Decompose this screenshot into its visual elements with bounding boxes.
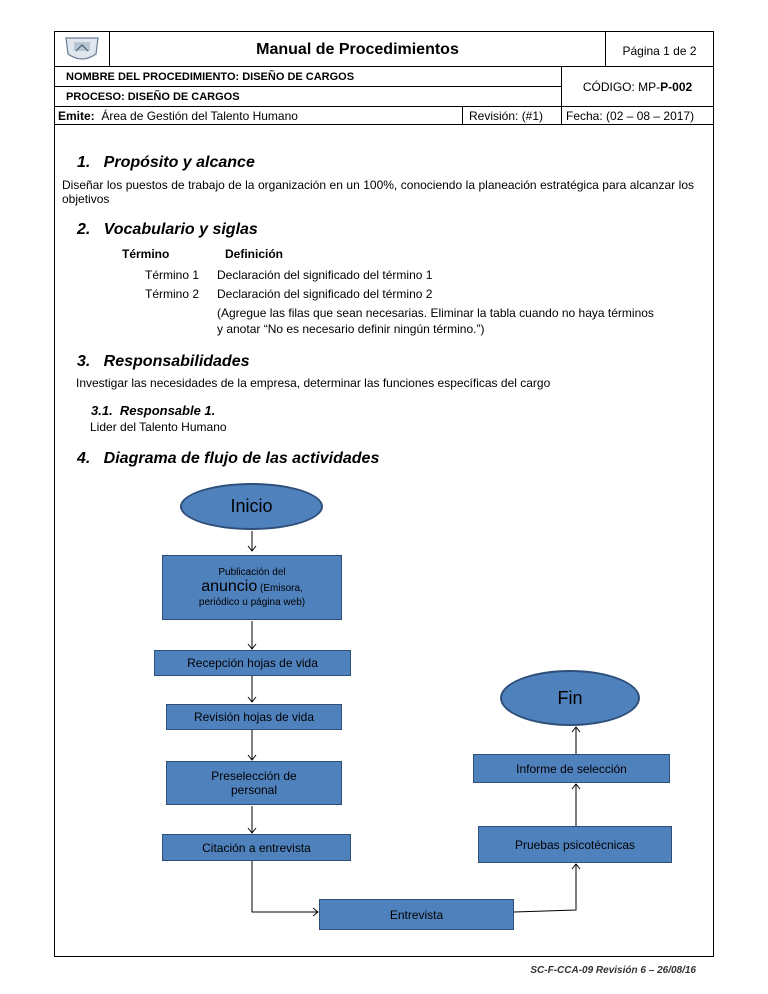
- flow-revision-hojas: Revisión hojas de vida: [166, 704, 342, 730]
- document-title: Manual de Procedimientos: [256, 41, 459, 58]
- flow-revision-label: Revisión hojas de vida: [193, 710, 315, 724]
- flow-end-label: Fin: [557, 687, 583, 708]
- vocab-row-1-def: Declaración del significado del término …: [217, 268, 433, 282]
- footer-code: SC-F-CCA-09 Revisión 6 – 26/08/16: [530, 965, 696, 976]
- emite-label: Emite:: [58, 109, 95, 123]
- flow-recepcion-label: Recepción hojas de vida: [187, 656, 318, 670]
- flow-recepcion-hojas: Recepción hojas de vida: [154, 650, 351, 676]
- vocab-row-2-term: Término 2: [145, 287, 200, 301]
- flow-entrevista: Entrevista: [319, 899, 514, 930]
- emite-value: Área de Gestión del Talento Humano: [101, 109, 298, 123]
- vocab-row-2-def: Declaración del significado del término …: [217, 287, 433, 301]
- flow-publicacion-small: (Emisora,: [257, 582, 303, 594]
- process-cell: PROCESO: DISEÑO DE CARGOS: [54, 86, 562, 107]
- procedure-name: NOMBRE DEL PROCEDIMIENTO: DISEÑO DE CARG…: [66, 71, 355, 83]
- revision-cell: Revisión: (#1): [462, 106, 562, 125]
- flow-entrevista-label: Entrevista: [389, 907, 444, 922]
- section-3-1-text: Lider del Talento Humano: [90, 420, 227, 434]
- section-3-text: Investigar las necesidades de la empresa…: [76, 376, 551, 390]
- section-1-title: 1. Propósito y alcance: [77, 154, 255, 171]
- flow-publicacion-line-2: anuncio (Emisora,: [201, 577, 303, 596]
- emite-cell: Emite: Área de Gestión del Talento Human…: [54, 106, 463, 125]
- section-3-title: 3. Responsabilidades: [77, 353, 250, 370]
- flow-end-fin: Fin: [500, 670, 640, 726]
- flow-publicacion-anuncio: Publicación del anuncio (Emisora, periód…: [162, 555, 342, 620]
- section-1-text: Diseñar los puestos de trabajo de la org…: [62, 178, 694, 206]
- vocab-header-term: Término: [122, 247, 170, 261]
- institution-logo-icon: [65, 37, 99, 60]
- vocab-header-def: Definición: [225, 247, 284, 261]
- flow-preseleccion: Preselección de personal: [166, 761, 342, 805]
- vocab-note-line-2: y anotar “No es necesario definir ningún…: [217, 322, 485, 336]
- vocab-note-line-1: (Agregue las filas que sean necesarias. …: [217, 306, 654, 320]
- flow-pruebas-label: Pruebas psicotécnicas: [514, 837, 636, 852]
- page-number: Página 1 de 2: [622, 44, 697, 58]
- procedure-name-cell: NOMBRE DEL PROCEDIMIENTO: DISEÑO DE CARG…: [54, 66, 562, 87]
- flow-start-label: Inicio: [230, 496, 273, 516]
- flow-citacion-entrevista: Citación a entrevista: [162, 834, 351, 861]
- emite-text: Emite: Área de Gestión del Talento Human…: [58, 109, 298, 123]
- fecha-text: Fecha: (02 – 08 – 2017): [566, 109, 695, 123]
- flow-start-inicio: Inicio: [180, 483, 323, 530]
- process-name: PROCESO: DISEÑO DE CARGOS: [66, 91, 240, 103]
- header-logo-cell: [54, 31, 110, 67]
- section-3-1-title: 3.1. Responsable 1.: [91, 403, 216, 418]
- section-4-title: 4. Diagrama de flujo de las actividades: [77, 450, 380, 467]
- code-prefix: CÓDIGO: MP-: [582, 80, 661, 94]
- flow-informe-seleccion: Informe de selección: [473, 754, 670, 783]
- document-code: CÓDIGO: MP-P-002: [562, 80, 713, 94]
- section-2-title: 2. Vocabulario y siglas: [77, 221, 258, 238]
- flow-preseleccion-line-2: personal: [230, 783, 278, 797]
- vocab-row-1-term: Término 1: [145, 268, 200, 282]
- flow-citacion-label: Citación a entrevista: [202, 840, 311, 855]
- fecha-cell: Fecha: (02 – 08 – 2017): [561, 106, 714, 125]
- flow-publicacion-big: anuncio: [201, 577, 258, 595]
- code-cell: CÓDIGO: MP-P-002: [561, 66, 714, 107]
- code-value: P-002: [660, 80, 693, 94]
- header-page-cell: Página 1 de 2: [605, 31, 714, 67]
- header-title-cell: Manual de Procedimientos: [109, 31, 606, 67]
- flow-publicacion-line-3: periódico u página web): [198, 596, 306, 608]
- flow-pruebas-psicotecnicas: Pruebas psicotécnicas: [478, 826, 672, 863]
- flow-preseleccion-line-1: Preselección de: [211, 769, 297, 783]
- flow-informe-label: Informe de selección: [516, 761, 627, 776]
- revision-text: Revisión: (#1): [469, 109, 544, 123]
- flow-publicacion-line-1: Publicación del: [218, 566, 286, 578]
